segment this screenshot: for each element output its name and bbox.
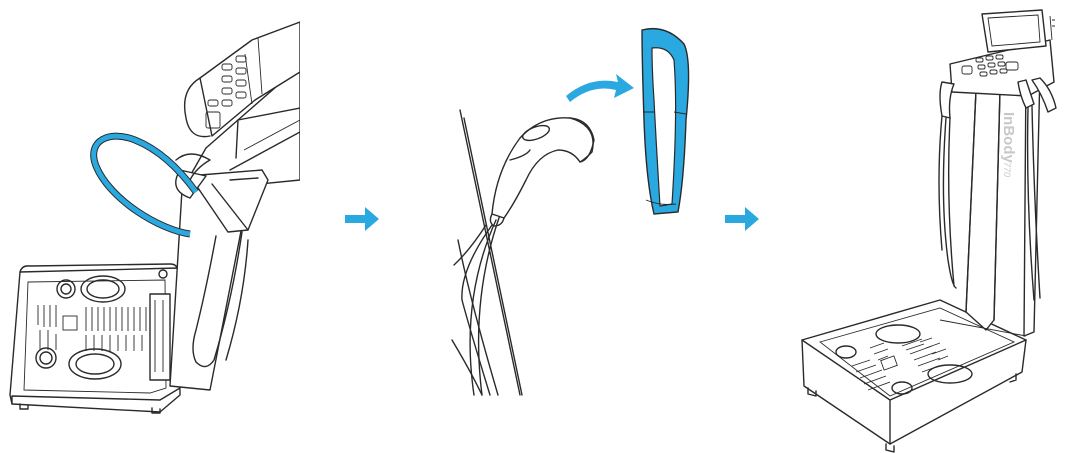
curved-arrow-icon xyxy=(566,74,634,102)
scale-platform xyxy=(9,263,181,414)
console-head xyxy=(949,9,1055,97)
step-1-illustration xyxy=(0,0,300,453)
hand-electrode-grip xyxy=(489,117,595,227)
step-2-illustration xyxy=(430,0,730,453)
arrow-right-icon xyxy=(345,207,379,231)
model-number: 770 xyxy=(1002,162,1012,177)
handle-holder xyxy=(175,153,269,368)
cable-bundle xyxy=(451,109,523,396)
arrow-right-icon xyxy=(725,207,759,231)
scale-platform xyxy=(801,299,1027,453)
detached-blue-strap xyxy=(641,27,690,215)
step-3-illustration: InBody 770 xyxy=(790,0,1074,453)
device-column xyxy=(939,69,1041,337)
brand-logo: InBody xyxy=(1000,112,1017,163)
hand-electrodes xyxy=(938,77,1057,301)
